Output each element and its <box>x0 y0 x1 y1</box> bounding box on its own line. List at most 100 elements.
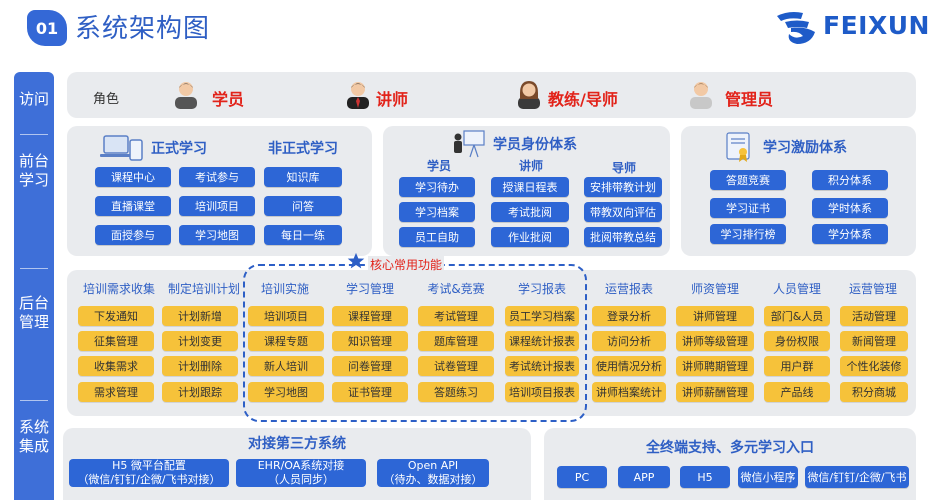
backend-item[interactable]: 员工学习档案 <box>505 306 579 326</box>
learning-todo-button[interactable]: 学习待办 <box>399 177 475 197</box>
backend-item[interactable]: 问卷管理 <box>332 356 408 376</box>
col-title-faculty-management: 师资管理 <box>690 282 739 296</box>
backend-item[interactable]: 课程专题 <box>248 331 324 351</box>
backend-item[interactable]: 登录分析 <box>592 306 666 326</box>
mentoring-evaluation-button[interactable]: 带教双向评估 <box>584 202 662 222</box>
backend-item[interactable]: 讲师档案统计 <box>592 382 666 402</box>
wechat-miniprogram-button[interactable]: 微信小程序 <box>738 466 798 488</box>
backend-item[interactable]: 身份权限 <box>764 331 830 351</box>
backend-item[interactable]: 培训项目 <box>248 306 324 326</box>
backend-item[interactable]: 计划变更 <box>162 331 238 351</box>
identity-student-title: 学员 <box>427 159 452 173</box>
learning-map-button[interactable]: 学习地图 <box>179 225 255 245</box>
live-class-button[interactable]: 直播课堂 <box>95 196 171 216</box>
mentoring-summary-button[interactable]: 批阅带教总结 <box>584 227 662 247</box>
training-project-button[interactable]: 培训项目 <box>179 196 255 216</box>
formal-learning-title: 正式学习 <box>151 141 207 157</box>
backend-item[interactable]: 收集需求 <box>78 356 154 376</box>
backend-item[interactable]: 新人培训 <box>248 356 324 376</box>
homework-review-button[interactable]: 作业批阅 <box>491 227 569 247</box>
open-api-line1: Open API <box>407 459 459 472</box>
knowledge-base-button[interactable]: 知识库 <box>264 167 342 187</box>
credit-system-button[interactable]: 学分体系 <box>812 224 888 244</box>
col-title-demand-collection: 培训需求收集 <box>82 282 155 296</box>
sidebar-divider <box>20 134 48 135</box>
backend-item[interactable]: 部门&人员 <box>764 306 830 326</box>
backend-item[interactable]: 讲师聘期管理 <box>676 356 754 376</box>
core-functions-label: 核心常用功能 <box>368 256 445 273</box>
col-title-operation-reports: 运营报表 <box>604 282 653 296</box>
integration-title: 对接第三方系统 <box>248 436 346 452</box>
backend-item[interactable]: 课程统计报表 <box>505 331 579 351</box>
employee-self-service-button[interactable]: 员工自助 <box>399 227 475 247</box>
identity-lecturer-title: 讲师 <box>519 159 544 173</box>
sidebar-label-frontend: 前台学习 <box>18 152 49 189</box>
ehr-oa-integration-button[interactable]: EHR/OA系统对接 （人员同步） <box>236 459 366 487</box>
points-system-button[interactable]: 积分体系 <box>812 170 888 190</box>
backend-item[interactable]: 新闻管理 <box>840 331 908 351</box>
student-avatar-icon <box>175 82 197 109</box>
role-lecturer: 讲师 <box>376 90 409 109</box>
backend-item[interactable]: 考试统计报表 <box>505 356 579 376</box>
col-title-personnel-management: 人员管理 <box>772 282 821 296</box>
star-icon <box>347 252 365 269</box>
im-platforms-button[interactable]: 微信/钉钉/企微/飞书 <box>805 466 909 488</box>
h5-platform-integration-button[interactable]: H5 微平台配置 （微信/钉钉/企微/飞书对接） <box>69 459 229 487</box>
mentoring-plan-button[interactable]: 安排带教计划 <box>584 177 662 197</box>
backend-item[interactable]: 考试管理 <box>418 306 494 326</box>
backend-item[interactable]: 活动管理 <box>840 306 908 326</box>
backend-item[interactable]: 计划新增 <box>162 306 238 326</box>
backend-item[interactable]: 证书管理 <box>332 382 408 402</box>
course-center-button[interactable]: 课程中心 <box>95 167 171 187</box>
backend-item[interactable]: 个性化装修 <box>840 356 908 376</box>
backend-item[interactable]: 试卷管理 <box>418 356 494 376</box>
backend-item[interactable]: 计划跟踪 <box>162 382 238 402</box>
backend-item[interactable]: 讲师管理 <box>676 306 754 326</box>
terminals-title: 全终端支持、多元学习入口 <box>646 440 814 456</box>
learning-archive-button[interactable]: 学习档案 <box>399 202 475 222</box>
sidebar-divider <box>20 400 48 401</box>
sidebar-divider <box>20 268 48 269</box>
backend-item[interactable]: 答题练习 <box>418 382 494 402</box>
qa-button[interactable]: 问答 <box>264 196 342 216</box>
terminals-panel <box>544 428 916 500</box>
quiz-contest-button[interactable]: 答题竞赛 <box>710 170 786 190</box>
backend-item[interactable]: 讲师薪酬管理 <box>676 382 754 402</box>
col-title-training-plan: 制定培训计划 <box>167 282 240 296</box>
role-student: 学员 <box>212 90 245 109</box>
study-hours-button[interactable]: 学时体系 <box>812 198 888 218</box>
learning-leaderboard-button[interactable]: 学习排行榜 <box>710 224 786 244</box>
face-to-face-button[interactable]: 面授参与 <box>95 225 171 245</box>
lecturer-avatar-icon <box>347 82 369 109</box>
backend-item[interactable]: 讲师等级管理 <box>676 331 754 351</box>
backend-item[interactable]: 题库管理 <box>418 331 494 351</box>
open-api-button[interactable]: Open API （待办、数据对接） <box>377 459 489 487</box>
exam-review-button[interactable]: 考试批阅 <box>491 202 569 222</box>
coach-avatar-icon <box>518 81 540 109</box>
h5-platform-line2: （微信/钉钉/企微/飞书对接） <box>77 473 221 486</box>
role-coach: 教练/导师 <box>548 90 618 109</box>
certificate-icon <box>726 132 750 162</box>
pc-button[interactable]: PC <box>557 466 607 488</box>
backend-item[interactable]: 课程管理 <box>332 306 408 326</box>
backend-item[interactable]: 培训项目报表 <box>505 382 579 402</box>
backend-item[interactable]: 积分商城 <box>840 382 908 402</box>
h5-button[interactable]: H5 <box>680 466 730 488</box>
backend-item[interactable]: 知识管理 <box>332 331 408 351</box>
page-title: 系统架构图 <box>75 14 211 44</box>
exam-participation-button[interactable]: 考试参与 <box>179 167 255 187</box>
learning-certificate-button[interactable]: 学习证书 <box>710 198 786 218</box>
col-title-operation-management: 运营管理 <box>848 282 897 296</box>
teaching-schedule-button[interactable]: 授课日程表 <box>491 177 569 197</box>
backend-item[interactable]: 需求管理 <box>78 382 154 402</box>
backend-item[interactable]: 使用情况分析 <box>592 356 666 376</box>
app-button[interactable]: APP <box>618 466 670 488</box>
backend-item[interactable]: 用户群 <box>764 356 830 376</box>
backend-item[interactable]: 征集管理 <box>78 331 154 351</box>
backend-item[interactable]: 学习地图 <box>248 382 324 402</box>
backend-item[interactable]: 访问分析 <box>592 331 666 351</box>
daily-practice-button[interactable]: 每日一练 <box>264 225 342 245</box>
backend-item[interactable]: 计划删除 <box>162 356 238 376</box>
backend-item[interactable]: 产品线 <box>764 382 830 402</box>
backend-item[interactable]: 下发通知 <box>78 306 154 326</box>
